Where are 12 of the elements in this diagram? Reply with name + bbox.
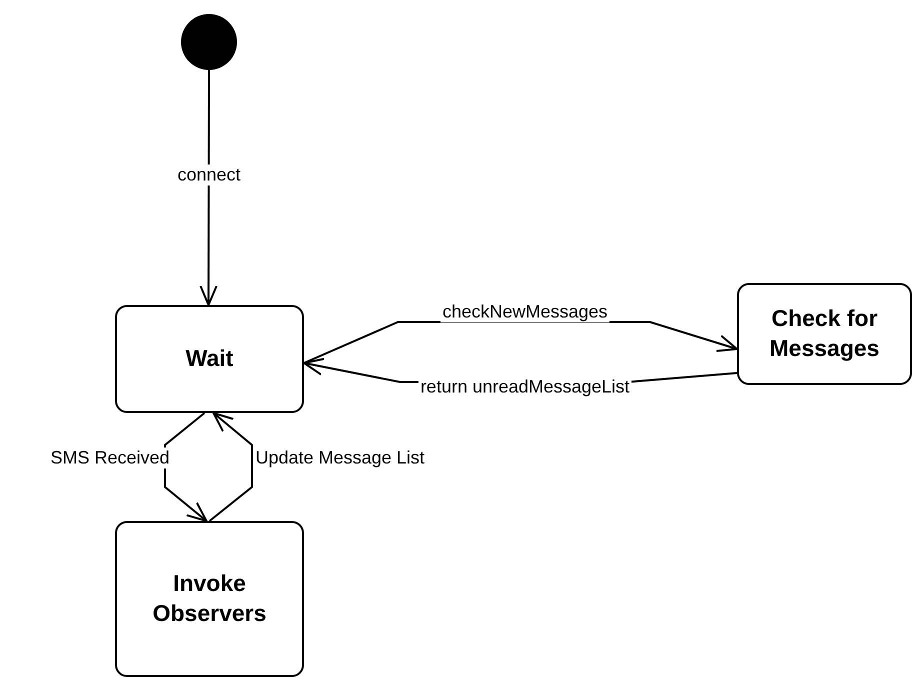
edge-label: return unreadMessageList bbox=[418, 376, 632, 398]
state-name: Wait bbox=[186, 344, 234, 374]
transition-arrow bbox=[208, 412, 253, 522]
state-name: Check for Messages bbox=[768, 304, 880, 363]
edge-label: connect bbox=[175, 164, 243, 186]
transition-arrow bbox=[304, 321, 738, 364]
transition-arrow bbox=[200, 70, 218, 306]
edge-label: checkNewMessages bbox=[440, 302, 610, 322]
state-name: Invoke Observers bbox=[152, 569, 268, 628]
state-box bbox=[115, 521, 304, 677]
state-box bbox=[115, 305, 304, 413]
state-box bbox=[737, 283, 912, 385]
